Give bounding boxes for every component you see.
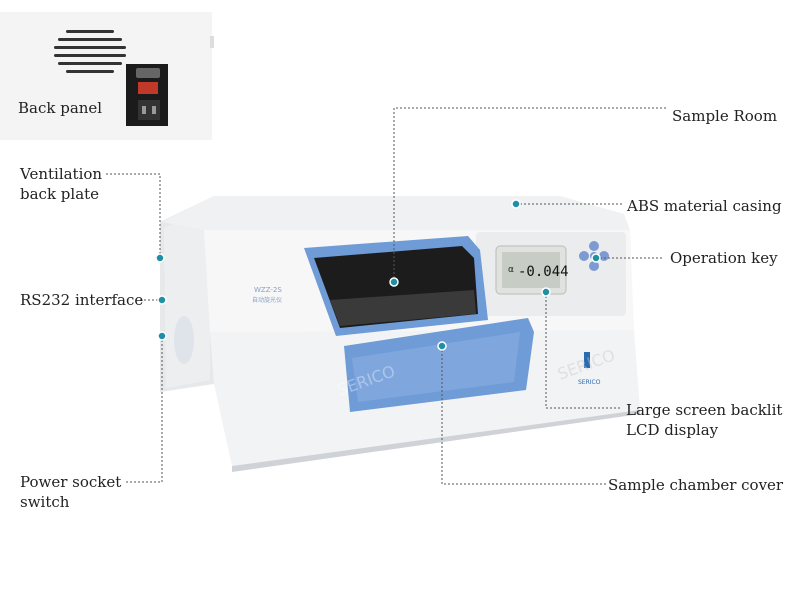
brand-name: SERICO [578,379,601,386]
callout-rs232: RS232 interface [20,291,144,309]
back-panel-inset [0,12,212,140]
leader-lines [106,107,668,485]
callout-ventilation: Ventilation back plate [20,165,103,203]
back-panel-label: Back panel [18,99,103,117]
brand-logo-icon [584,352,590,368]
callout-dots [155,199,601,351]
callout-sample-room: Sample Room [672,107,778,125]
device-model-label: WZZ-2S [254,286,282,294]
callout-lcd-display: Large screen backlit LCD display [626,401,783,439]
callout-chamber-cover: Sample chamber cover [608,476,784,494]
lcd-reading: -0.044 [518,264,569,280]
device-model-subtitle: 自动旋光仪 [252,296,282,304]
polarimeter-device [160,196,640,472]
callout-abs-casing: ABS material casing [627,197,782,215]
callout-operation-key: Operation key [670,249,778,267]
lcd-prefix: α [508,265,514,275]
callout-power-socket: Power socket switch [20,473,122,511]
power-socket-icon [126,64,168,126]
vent-grille-icon [54,30,126,73]
